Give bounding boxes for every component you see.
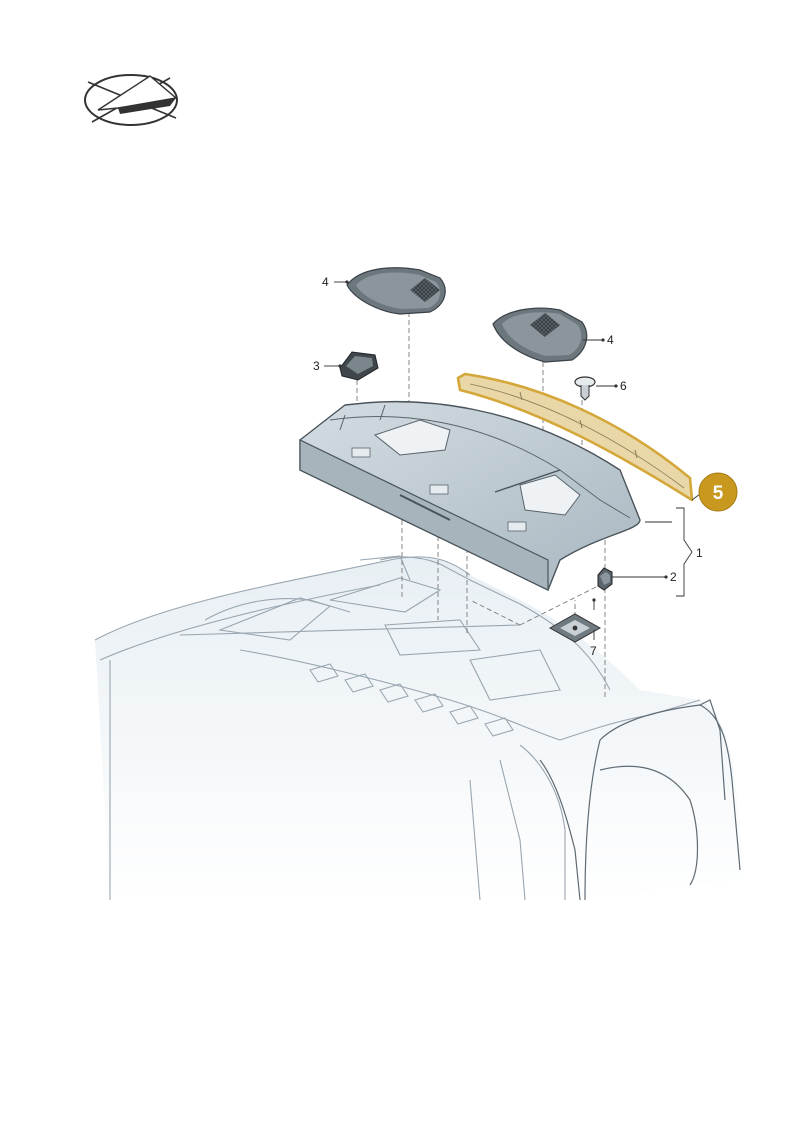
callout-4-right: 4 bbox=[607, 333, 614, 347]
callout-4-left: 4 bbox=[322, 275, 329, 289]
callout-6: 6 bbox=[620, 379, 627, 393]
highlight-badge-label: 5 bbox=[713, 483, 724, 504]
clip bbox=[597, 567, 613, 591]
speaker-cover-right bbox=[492, 307, 588, 363]
callout-3: 3 bbox=[313, 359, 320, 373]
view-direction-icon bbox=[84, 74, 178, 126]
expanding-rivet bbox=[574, 376, 596, 401]
parcel-shelf bbox=[299, 400, 641, 591]
callout-labels: 1 2 3 4 4 6 7 bbox=[313, 275, 703, 658]
car-body bbox=[94, 555, 745, 905]
leader-lines bbox=[324, 280, 701, 640]
bracket bbox=[548, 613, 602, 643]
callout-1: 1 bbox=[696, 546, 703, 560]
callout-2: 2 bbox=[670, 570, 677, 584]
speaker-cover-left bbox=[346, 267, 446, 315]
highlight-badge: 5 bbox=[698, 472, 738, 512]
callout-7: 7 bbox=[590, 644, 597, 658]
cover-cap bbox=[339, 351, 379, 381]
